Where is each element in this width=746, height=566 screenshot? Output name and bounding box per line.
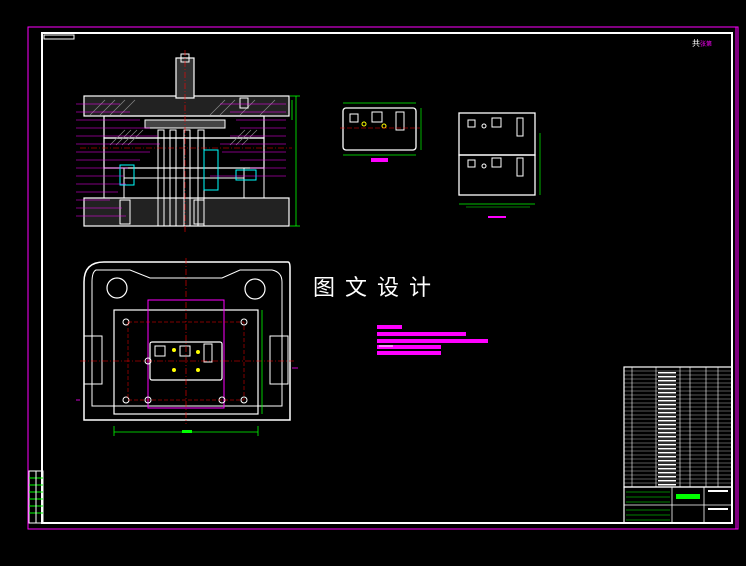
parts-list-cell-text <box>658 440 676 442</box>
assembly-section-view <box>76 50 300 232</box>
parts-list-table <box>623 366 733 488</box>
binding-margin-table <box>28 470 44 524</box>
title-block <box>623 486 733 524</box>
parts-list-cell-text <box>658 472 676 474</box>
parts-list-cell-text <box>658 416 676 418</box>
sheet-count-label: 共 <box>692 39 700 48</box>
parts-list-cell-text <box>658 476 676 478</box>
parts-list-cell-text <box>658 392 676 394</box>
parts-list-cell-text <box>658 460 676 462</box>
parts-list-cell-text <box>658 424 676 426</box>
parts-list-cell-text <box>658 480 676 482</box>
sheet-frame <box>27 26 739 530</box>
parts-list-cell-text <box>658 428 676 430</box>
parts-list-cell-text <box>658 464 676 466</box>
parts-list-cell-text <box>658 448 676 450</box>
parts-list-cell-text <box>658 452 676 454</box>
parts-list-cell-text <box>658 380 676 382</box>
part-view-side <box>458 112 541 218</box>
drawing-center-label: 图文设计 <box>313 276 442 301</box>
part-view-plan <box>340 102 422 162</box>
parts-list-cell-text <box>658 444 676 446</box>
parts-list-cell-text <box>658 436 676 438</box>
parts-list-cell-text <box>658 400 676 402</box>
parts-list-cell-text <box>658 408 676 410</box>
parts-list-cell-text <box>658 412 676 414</box>
mold-plan-view <box>76 258 298 436</box>
technical-notes <box>377 325 488 355</box>
parts-list-cell-text <box>658 456 676 458</box>
parts-list-cell-text <box>658 420 676 422</box>
parts-list-cell-text <box>658 372 676 374</box>
parts-list-cell-text <box>658 484 676 486</box>
sheet-count-note: 共张第 <box>692 38 712 49</box>
parts-list-cell-text <box>658 396 676 398</box>
parts-list-cell-text <box>658 384 676 386</box>
parts-list-cell-text <box>658 468 676 470</box>
sheet-count-extra: 张第 <box>700 41 713 48</box>
parts-list-cell-text <box>658 388 676 390</box>
parts-list-cell-text <box>658 432 676 434</box>
parts-list-cell-text <box>658 404 676 406</box>
parts-list-cell-text <box>658 376 676 378</box>
